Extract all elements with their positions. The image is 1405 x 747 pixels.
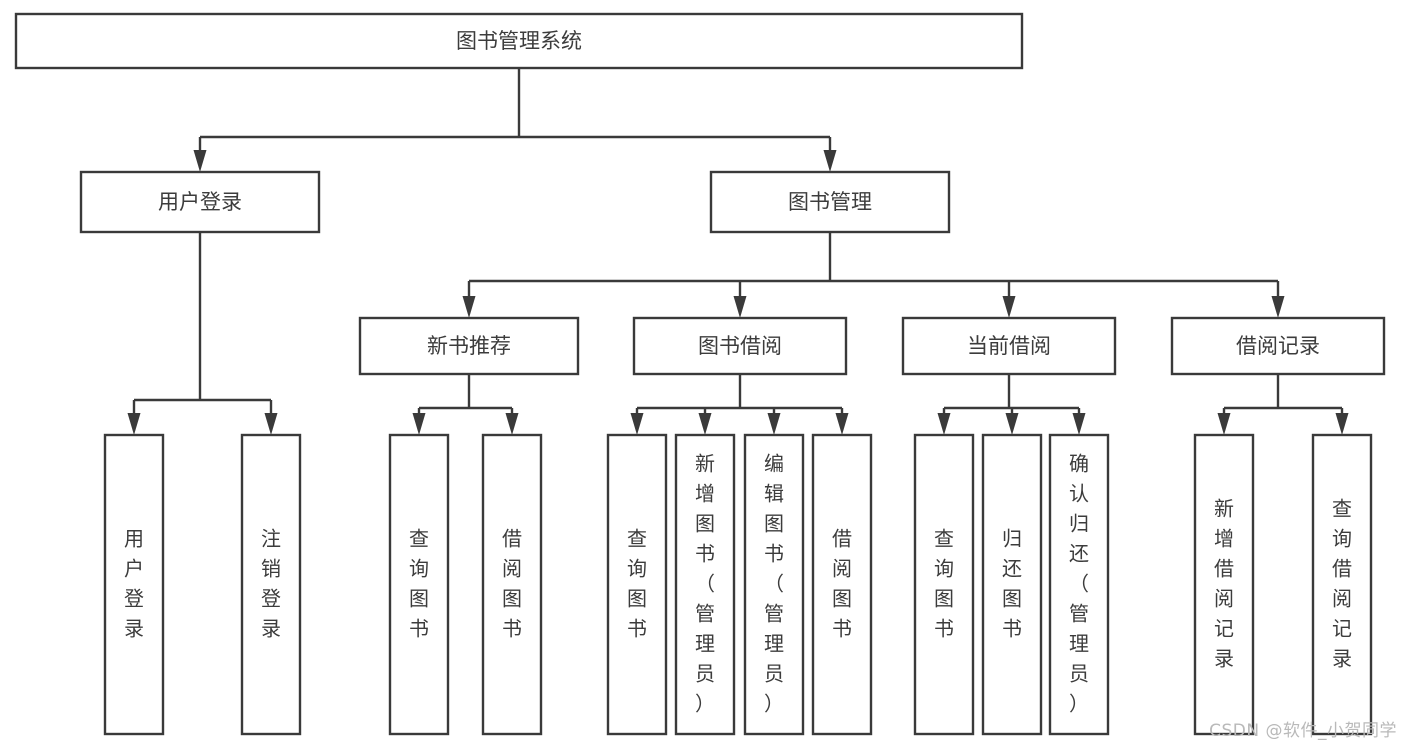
node-label: 新书推荐 bbox=[427, 334, 511, 358]
node-borrow-record[interactable]: 借阅记录 bbox=[1170, 316, 1386, 376]
node-leaf-confirm-return[interactable]: 确认归还（管理员） bbox=[1048, 433, 1110, 736]
arrow-head-icon bbox=[127, 413, 141, 435]
arrow-head-icon bbox=[835, 413, 849, 435]
connector-group-borrow-record bbox=[1217, 374, 1349, 435]
node-current-borrow[interactable]: 当前借阅 bbox=[901, 316, 1117, 376]
node-label: 图书管理系统 bbox=[456, 29, 582, 53]
node-label: 归还图书 bbox=[1002, 526, 1022, 640]
node-label: 查询图书 bbox=[934, 526, 954, 640]
node-leaf-add-book[interactable]: 新增图书（管理员） bbox=[674, 433, 736, 736]
node-label: 用户登录 bbox=[158, 190, 242, 214]
node-box[interactable] bbox=[14, 12, 1024, 70]
node-box[interactable] bbox=[1048, 433, 1110, 736]
arrow-head-icon bbox=[733, 296, 747, 318]
node-leaf-query-record[interactable]: 查询借阅记录 bbox=[1311, 433, 1373, 736]
node-leaf-return-book[interactable]: 归还图书 bbox=[981, 433, 1043, 736]
node-box[interactable] bbox=[606, 433, 668, 736]
node-leaf-user-login[interactable]: 用户登录 bbox=[103, 433, 165, 736]
node-leaf-query-book-bb[interactable]: 查询图书 bbox=[606, 433, 668, 736]
node-box[interactable] bbox=[981, 433, 1043, 736]
node-box[interactable] bbox=[811, 433, 873, 736]
node-label: 注销登录 bbox=[261, 526, 281, 640]
arrow-head-icon bbox=[1217, 413, 1231, 435]
node-box[interactable] bbox=[632, 316, 848, 376]
node-label: 借阅图书 bbox=[502, 526, 522, 640]
node-book-borrow[interactable]: 图书借阅 bbox=[632, 316, 848, 376]
node-label: 查询图书 bbox=[627, 526, 647, 640]
node-root-system-title[interactable]: 图书管理系统 bbox=[14, 12, 1024, 70]
arrow-head-icon bbox=[767, 413, 781, 435]
node-label: 查询图书 bbox=[409, 526, 429, 640]
node-leaf-edit-book[interactable]: 编辑图书（管理员） bbox=[743, 433, 805, 736]
node-box[interactable] bbox=[388, 433, 450, 736]
arrow-head-icon bbox=[193, 150, 207, 172]
node-label: 图书借阅 bbox=[698, 334, 782, 358]
node-box[interactable] bbox=[103, 433, 165, 736]
node-new-book-rec[interactable]: 新书推荐 bbox=[358, 316, 580, 376]
node-leaf-query-book-rec[interactable]: 查询图书 bbox=[388, 433, 450, 736]
node-label: 新增借阅记录 bbox=[1214, 496, 1234, 670]
arrow-head-icon bbox=[937, 413, 951, 435]
node-box[interactable] bbox=[709, 170, 951, 234]
node-leaf-add-record[interactable]: 新增借阅记录 bbox=[1193, 433, 1255, 736]
node-leaf-borrow-book-rec[interactable]: 借阅图书 bbox=[481, 433, 543, 736]
arrow-head-icon bbox=[823, 150, 837, 172]
node-label: 用户登录 bbox=[124, 526, 144, 640]
connector-group-book-borrow bbox=[630, 374, 849, 435]
arrow-head-icon bbox=[264, 413, 278, 435]
node-box[interactable] bbox=[913, 433, 975, 736]
node-box[interactable] bbox=[1193, 433, 1255, 736]
arrow-head-icon bbox=[505, 413, 519, 435]
connector-group-current-borrow bbox=[937, 374, 1086, 435]
watermark-text: CSDN @软件_小贺同学 bbox=[1209, 721, 1397, 741]
node-label: 借阅记录 bbox=[1236, 334, 1320, 358]
arrow-head-icon bbox=[1005, 413, 1019, 435]
node-label: 编辑图书（管理员） bbox=[764, 451, 784, 715]
arrow-head-icon bbox=[462, 296, 476, 318]
node-box[interactable] bbox=[1170, 316, 1386, 376]
node-leaf-borrow-book-bb[interactable]: 借阅图书 bbox=[811, 433, 873, 736]
node-box[interactable] bbox=[79, 170, 321, 234]
node-box[interactable] bbox=[743, 433, 805, 736]
arrow-head-icon bbox=[412, 413, 426, 435]
node-box[interactable] bbox=[358, 316, 580, 376]
arrow-head-icon bbox=[1335, 413, 1349, 435]
node-box[interactable] bbox=[901, 316, 1117, 376]
node-label: 图书管理 bbox=[788, 190, 872, 214]
node-label: 当前借阅 bbox=[967, 334, 1051, 358]
arrow-head-icon bbox=[1072, 413, 1086, 435]
node-label: 新增图书（管理员） bbox=[695, 451, 715, 715]
arrow-head-icon bbox=[698, 413, 712, 435]
connector-group-new-book-rec bbox=[412, 374, 519, 435]
node-box[interactable] bbox=[1311, 433, 1373, 736]
node-leaf-user-logout[interactable]: 注销登录 bbox=[240, 433, 302, 736]
node-label: 借阅图书 bbox=[832, 526, 852, 640]
node-label: 查询借阅记录 bbox=[1332, 496, 1352, 670]
arrow-head-icon bbox=[630, 413, 644, 435]
arrow-head-icon bbox=[1271, 296, 1285, 318]
node-box[interactable] bbox=[240, 433, 302, 736]
node-user-login[interactable]: 用户登录 bbox=[79, 170, 321, 234]
arrow-head-icon bbox=[1002, 296, 1016, 318]
node-box[interactable] bbox=[674, 433, 736, 736]
node-box[interactable] bbox=[481, 433, 543, 736]
node-leaf-query-book-cb[interactable]: 查询图书 bbox=[913, 433, 975, 736]
node-book-manage[interactable]: 图书管理 bbox=[709, 170, 951, 234]
connector-group-user-login bbox=[127, 232, 278, 435]
connector-group-root bbox=[193, 68, 837, 172]
connector-group-book-manage bbox=[462, 232, 1285, 318]
node-label: 确认归还（管理员） bbox=[1069, 451, 1089, 715]
